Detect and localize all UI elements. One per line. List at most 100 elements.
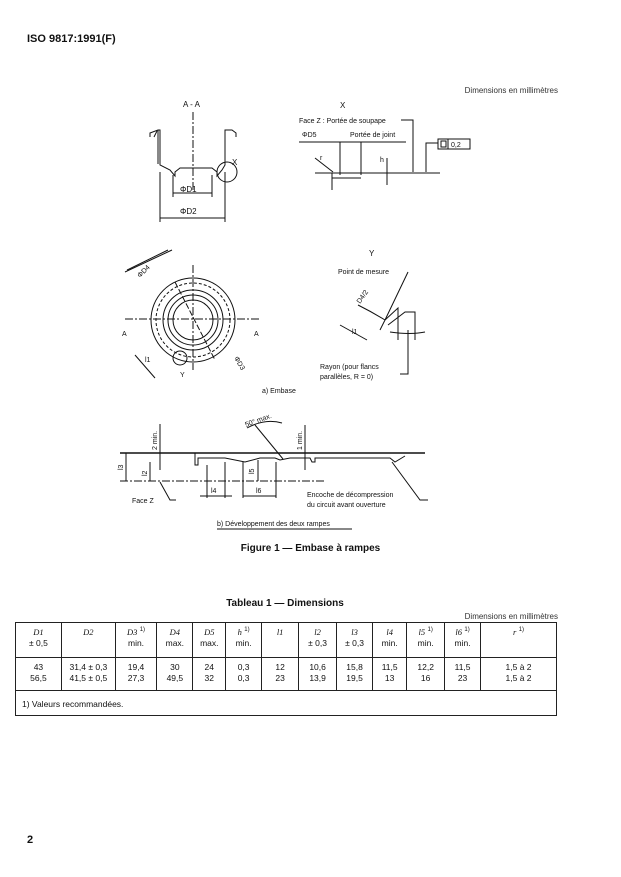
face-z-label: Face Z : Portée de soupape xyxy=(299,118,386,125)
measure-point: Point de mesure xyxy=(338,269,389,276)
cell-value: 12,2 xyxy=(417,662,434,672)
document-id: ISO 9817:1991(F) xyxy=(27,33,116,45)
d3-label: ΦD3 xyxy=(232,356,245,372)
development-view: 50° max. 2 min. 1 min. l3 l2 l5 l4 l6 Fa… xyxy=(118,412,428,509)
header-symbol: D3 xyxy=(126,626,138,637)
two-min-label: 2 min. xyxy=(152,431,159,450)
header-tolerance: ± 0,3 xyxy=(345,637,364,648)
cell-value: 15,8 xyxy=(346,662,363,672)
l5-label: l5 xyxy=(249,468,256,474)
one-min-label: 1 min. xyxy=(297,431,304,450)
d2-label: ΦD2 xyxy=(180,207,197,216)
d4-half-label: D4/2 xyxy=(356,289,370,305)
figure-caption: Figure 1 — Embase à rampes xyxy=(240,543,381,554)
detail-y-title: Y xyxy=(369,249,375,258)
header-tolerance: ± 0,3 xyxy=(308,637,327,648)
rayon-line-2: parallèles, R = 0) xyxy=(320,374,373,381)
encoche-line-2: du circuit avant ouverture xyxy=(307,502,386,509)
header-tolerance: min. xyxy=(417,637,434,648)
l3-label: l3 xyxy=(118,464,125,470)
cell-value: 10,6 xyxy=(309,662,326,672)
x-mark: X xyxy=(232,158,238,167)
header-symbol: D4 xyxy=(169,626,181,637)
caption-a: a) Embase xyxy=(262,388,296,395)
table-footnote-row: 1) Valeurs recommandées. xyxy=(15,690,557,716)
detail-y: Y Point de mesure D4/2 l1 Rayon (pour fl… xyxy=(320,249,426,381)
cell-value: 19,5 xyxy=(346,673,363,683)
y-l1-label: l1 xyxy=(352,329,358,336)
h-label: h xyxy=(380,157,384,164)
section-aa-title: A - A xyxy=(183,100,201,109)
header-tolerance: min. xyxy=(127,637,145,648)
page-number: 2 xyxy=(27,834,34,846)
angle-label: 50° max. xyxy=(244,412,273,429)
cell-value: 43 xyxy=(33,662,44,672)
a-right: A xyxy=(254,331,259,338)
a-left: A xyxy=(122,331,127,338)
header-symbol: l3 xyxy=(351,626,358,637)
table-title: Tableau 1 — Dimensions xyxy=(226,598,344,609)
cell-value: 19,4 xyxy=(127,662,145,672)
column-header: l2 ± 0,3 xyxy=(298,622,337,658)
y-mark: Y xyxy=(180,372,185,379)
column-header: l5 1) min. xyxy=(406,622,446,658)
header-tolerance: ± 0,5 xyxy=(29,637,48,648)
d1-label: ΦD1 xyxy=(180,185,197,194)
header-symbol: h xyxy=(237,626,242,637)
rayon-line-1: Rayon (pour flancs xyxy=(320,364,379,371)
caption-b: b) Développement des deux rampes xyxy=(217,521,330,528)
header-symbol: l6 xyxy=(455,626,463,637)
header-note: 1) xyxy=(518,627,525,633)
r-label: r xyxy=(320,155,323,162)
cell-value: 13 xyxy=(384,673,395,683)
figure-1-drawing: A - A X ΦD1 ΦD2 X Face Z : Portée de sou… xyxy=(118,100,471,530)
cell-value: 11,5 xyxy=(381,662,398,672)
header-tolerance: max. xyxy=(165,637,185,648)
header-tolerance: min. xyxy=(235,637,252,648)
cell-value: 56,5 xyxy=(30,673,47,683)
header-symbol: D2 xyxy=(83,626,94,637)
header-symbol: D5 xyxy=(204,626,215,637)
table-units-note: Dimensions en millimètres xyxy=(464,612,558,621)
header-symbol: l5 xyxy=(418,626,426,637)
cell-value: 27,3 xyxy=(127,673,145,683)
column-header: l6 1)min. xyxy=(444,622,482,658)
d5-label: ΦD5 xyxy=(302,132,317,139)
header-tolerance: max. xyxy=(200,637,219,648)
cell-value: 0,3 xyxy=(237,662,250,672)
header-note: 1) xyxy=(427,627,433,633)
header-tolerance: min. xyxy=(454,637,471,648)
d4-label: ΦD4 xyxy=(136,264,151,279)
cell-value: 32 xyxy=(204,673,215,683)
units-note: Dimensions en millimètres xyxy=(464,86,558,95)
column-header: D5 max. xyxy=(192,622,227,658)
face-z-dev: Face Z xyxy=(132,498,155,505)
cell-value: 23 xyxy=(275,673,285,683)
header-note: 1) xyxy=(244,627,250,633)
header-symbol: l4 xyxy=(386,626,393,637)
cell-value: 11,5 xyxy=(454,662,471,672)
cell-value: 23 xyxy=(457,673,468,683)
header-symbol: D1 xyxy=(33,626,44,637)
joint-label: Portée de joint xyxy=(350,132,395,139)
plan-view: ΦD4 ΦD3 A A l1 Y xyxy=(122,249,260,379)
detail-x: X Face Z : Portée de soupape ΦD5 Portée … xyxy=(299,101,471,190)
column-header: l3 ± 0,3 xyxy=(335,622,374,658)
table-footnote: 1) Valeurs recommandées. xyxy=(15,690,557,716)
header-note: 1) xyxy=(139,627,146,633)
detail-x-title: X xyxy=(340,101,346,110)
